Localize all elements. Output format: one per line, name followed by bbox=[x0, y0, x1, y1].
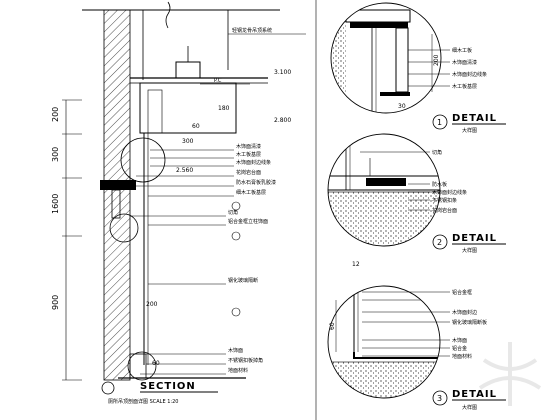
label-glass: 钢化玻璃隔断 bbox=[228, 277, 258, 284]
dim-vertical-3: 1600 bbox=[51, 194, 60, 214]
detail-1-label-2: 木饰面清漆 bbox=[452, 59, 477, 66]
wall-hatch bbox=[103, 9, 131, 381]
dim-small-3: 300 bbox=[182, 138, 194, 145]
detail-1-number-circle bbox=[432, 114, 448, 130]
detail-3-label-5: 铝合金 bbox=[452, 345, 467, 352]
detail-3-label-2: 木饰面封边 bbox=[452, 309, 477, 316]
detail-2-title: DETAIL bbox=[452, 233, 497, 244]
dim-vertical-2: 300 bbox=[51, 147, 60, 162]
callout-circle bbox=[109, 213, 139, 243]
callout-circle bbox=[127, 351, 157, 381]
detail-3-dim-1: 12 bbox=[352, 261, 360, 268]
label-wood-face: 木饰面 bbox=[228, 347, 243, 354]
break-mark bbox=[165, 1, 171, 29]
section-number-circle bbox=[101, 381, 115, 395]
callout-marker bbox=[231, 307, 241, 317]
counter-top bbox=[100, 180, 136, 190]
level-mark-1: 3.100 bbox=[274, 69, 291, 76]
detail-3-label-4: 木饰面 bbox=[452, 337, 467, 344]
detail-2-label-3: 木饰面封边线条 bbox=[432, 189, 467, 196]
label-wood-trim: 木饰面封边线条 bbox=[236, 159, 271, 166]
label-wood-base: 木工板基层 bbox=[236, 151, 261, 158]
label-wood-finish: 木饰面清漆 bbox=[236, 143, 261, 150]
dim-small-1: 180 bbox=[218, 105, 230, 112]
detail-1-title: DETAIL bbox=[452, 113, 497, 124]
detail-1-label-3: 木饰面封边线条 bbox=[452, 71, 487, 78]
detail-3-number: 3 bbox=[437, 394, 442, 403]
detail-1-number: 1 bbox=[437, 118, 442, 127]
detail-2-label-5: 花岗岩台面 bbox=[432, 207, 457, 214]
skirting bbox=[129, 353, 147, 379]
detail-3-subtitle: 大样图 bbox=[462, 404, 477, 411]
label-granite-top: 花岗岩台面 bbox=[236, 169, 261, 176]
detail-1-circle bbox=[330, 2, 442, 114]
detail-1-dim-1: 200 bbox=[433, 54, 440, 66]
detail-1-label-1: 细木工板 bbox=[452, 47, 472, 54]
detail-1: 200 30 细木工板 木饰面清漆 木饰面封边线条 木工板基层 1 DETAIL… bbox=[330, 2, 506, 134]
detail-3-title: DETAIL bbox=[452, 389, 497, 400]
detail-3-label-3: 钢化玻璃隔断板 bbox=[452, 319, 487, 326]
dim-vertical-4: 900 bbox=[51, 295, 60, 310]
detail-3-label-6: 地面材料 bbox=[452, 353, 472, 360]
detail-1-dim-2: 30 bbox=[398, 103, 406, 110]
light-fixture bbox=[175, 61, 201, 79]
dim-small-4: 200 bbox=[146, 301, 158, 308]
label-chamfer: 切角 bbox=[228, 209, 238, 216]
label-gypsum: 防水石膏板乳胶漆 bbox=[236, 179, 276, 186]
detail-3-number-circle bbox=[432, 390, 448, 406]
counter-front bbox=[111, 189, 121, 219]
label-alu-frame: 铝合金框立柱饰面 bbox=[228, 218, 268, 225]
detail-2-label-2: 防水板 bbox=[432, 181, 447, 188]
detail-2-number-circle bbox=[432, 234, 448, 250]
detail-2-label-1: 切角 bbox=[432, 149, 442, 156]
section-drawing: 200 300 1600 900 180 60 300 200 60 3.100… bbox=[51, 1, 306, 405]
label-blockboard: 细木工板基层 bbox=[236, 189, 266, 196]
section-title: SECTION bbox=[140, 381, 196, 392]
detail-2-number: 2 bbox=[437, 238, 442, 247]
dim-small-2: 60 bbox=[192, 123, 200, 130]
watermark-logo bbox=[478, 342, 542, 406]
callout-circle bbox=[120, 137, 166, 183]
detail-1-label-4: 木工板基层 bbox=[452, 83, 477, 90]
level-mark-2: 2.800 bbox=[274, 117, 291, 124]
level-mark-3: 2.560 bbox=[176, 167, 193, 174]
dim-small-5: 60 bbox=[152, 360, 160, 367]
label-pc: P.C bbox=[214, 78, 222, 84]
label-ceiling-system: 轻钢龙骨吊顶系统 bbox=[232, 27, 272, 34]
detail-2: 切角 防水板 木饰面封边线条 不锈钢扣条 花岗岩台面 2 DETAIL 大样图 bbox=[327, 133, 506, 254]
detail-2-label-4: 不锈钢扣条 bbox=[432, 197, 457, 204]
section-subtitle: 厕所吊顶剖面详图 SCALE 1:20 bbox=[108, 398, 178, 405]
soffit-inner bbox=[147, 89, 163, 134]
callout-marker bbox=[231, 201, 241, 211]
callout-marker bbox=[231, 231, 241, 241]
dim-vertical-1: 200 bbox=[51, 107, 60, 122]
label-steel-trim: 不锈钢扣板掉角 bbox=[228, 357, 263, 364]
detail-2-subtitle: 大样图 bbox=[462, 247, 477, 254]
label-floor: 地面材料 bbox=[228, 367, 248, 374]
soffit-box bbox=[139, 82, 237, 134]
detail-3-label-1: 铝合金框 bbox=[452, 289, 472, 296]
detail-1-subtitle: 大样图 bbox=[462, 127, 477, 134]
detail-3-dim-2: 60 bbox=[329, 322, 336, 330]
